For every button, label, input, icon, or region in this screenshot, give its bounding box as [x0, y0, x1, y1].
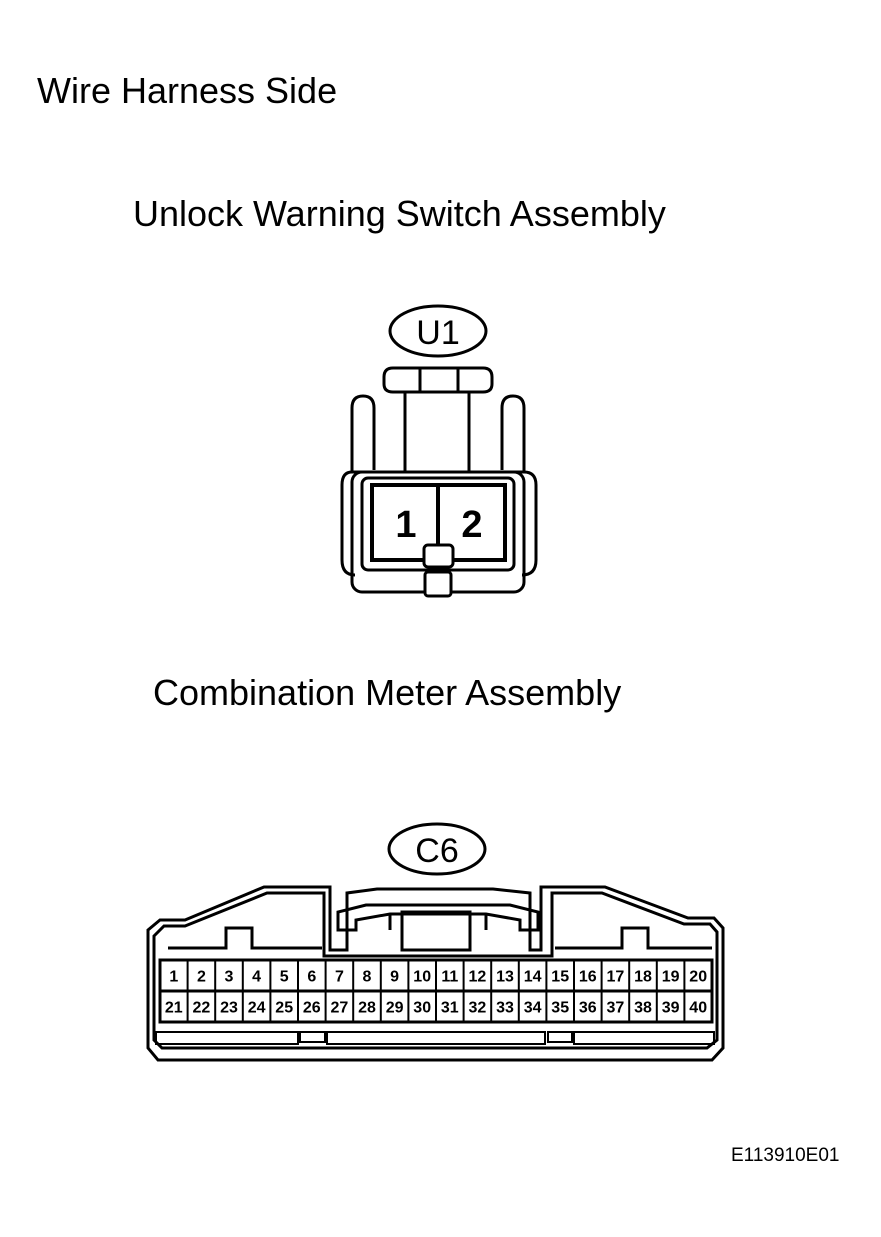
combination-meter-label: Combination Meter Assembly [153, 672, 622, 713]
c6-pin-31: 31 [441, 1000, 459, 1017]
c6-pin-26: 26 [303, 1000, 321, 1017]
c6-pin-30: 30 [413, 1000, 431, 1017]
c6-latch [336, 903, 540, 932]
c6-pin-14: 14 [524, 969, 542, 986]
c6-connector: C6 [146, 822, 725, 1062]
c6-pin-36: 36 [579, 1000, 597, 1017]
c6-shell [146, 885, 725, 1062]
c6-pin-15: 15 [551, 969, 569, 986]
c6-pin-6: 6 [307, 969, 316, 986]
u1-tag-ellipse [388, 304, 488, 358]
figure-id: E113910E01 [731, 1145, 840, 1166]
c6-pin-8: 8 [363, 969, 372, 986]
c6-pin-4: 4 [252, 969, 261, 986]
u1-pin-1: 1 [395, 504, 416, 546]
u1-top-latch [382, 366, 494, 394]
c6-pin-38: 38 [634, 1000, 652, 1017]
c6-tag-text: C6 [415, 832, 458, 870]
c6-pin-12: 12 [469, 969, 487, 986]
c6-pin-5: 5 [280, 969, 289, 986]
c6-pin-34: 34 [524, 1000, 542, 1017]
c6-pin-3: 3 [225, 969, 234, 986]
c6-pin-39: 39 [662, 1000, 680, 1017]
c6-pin-2: 2 [197, 969, 206, 986]
u1-right-arm [500, 394, 526, 472]
c6-pin-9: 9 [390, 969, 399, 986]
c6-pin-18: 18 [634, 969, 652, 986]
c6-pin-37: 37 [607, 1000, 625, 1017]
u1-connector: U1 [340, 304, 538, 598]
c6-pin-40: 40 [689, 1000, 707, 1017]
u1-pin-2: 2 [461, 504, 482, 546]
c6-pin-32: 32 [469, 1000, 487, 1017]
c6-pin-25: 25 [275, 1000, 293, 1017]
c6-pin-35: 35 [551, 1000, 569, 1017]
c6-pin-16: 16 [579, 969, 597, 986]
c6-pin-28: 28 [358, 1000, 376, 1017]
c6-pin-22: 22 [193, 1000, 211, 1017]
c6-pin-17: 17 [607, 969, 625, 986]
c6-pin-27: 27 [331, 1000, 349, 1017]
c6-pin-21: 21 [165, 1000, 183, 1017]
unlock-switch-label: Unlock Warning Switch Assembly [133, 193, 666, 234]
c6-pin-13: 13 [496, 969, 514, 986]
c6-pin-24: 24 [248, 1000, 266, 1017]
c6-tag-ellipse [387, 822, 487, 876]
c6-pin-10: 10 [413, 969, 431, 986]
diagram-title: Wire Harness Side [37, 70, 338, 111]
c6-pin-23: 23 [220, 1000, 238, 1017]
c6-pin-29: 29 [386, 1000, 404, 1017]
c6-pin-1: 1 [169, 969, 178, 986]
c6-pin-7: 7 [335, 969, 344, 986]
u1-left-arm [350, 394, 376, 472]
c6-pin-11: 11 [441, 969, 458, 986]
u1-tag-text: U1 [416, 314, 459, 352]
c6-pin-33: 33 [496, 1000, 514, 1017]
c6-pin-20: 20 [689, 969, 707, 986]
c6-pin-19: 19 [662, 969, 680, 986]
